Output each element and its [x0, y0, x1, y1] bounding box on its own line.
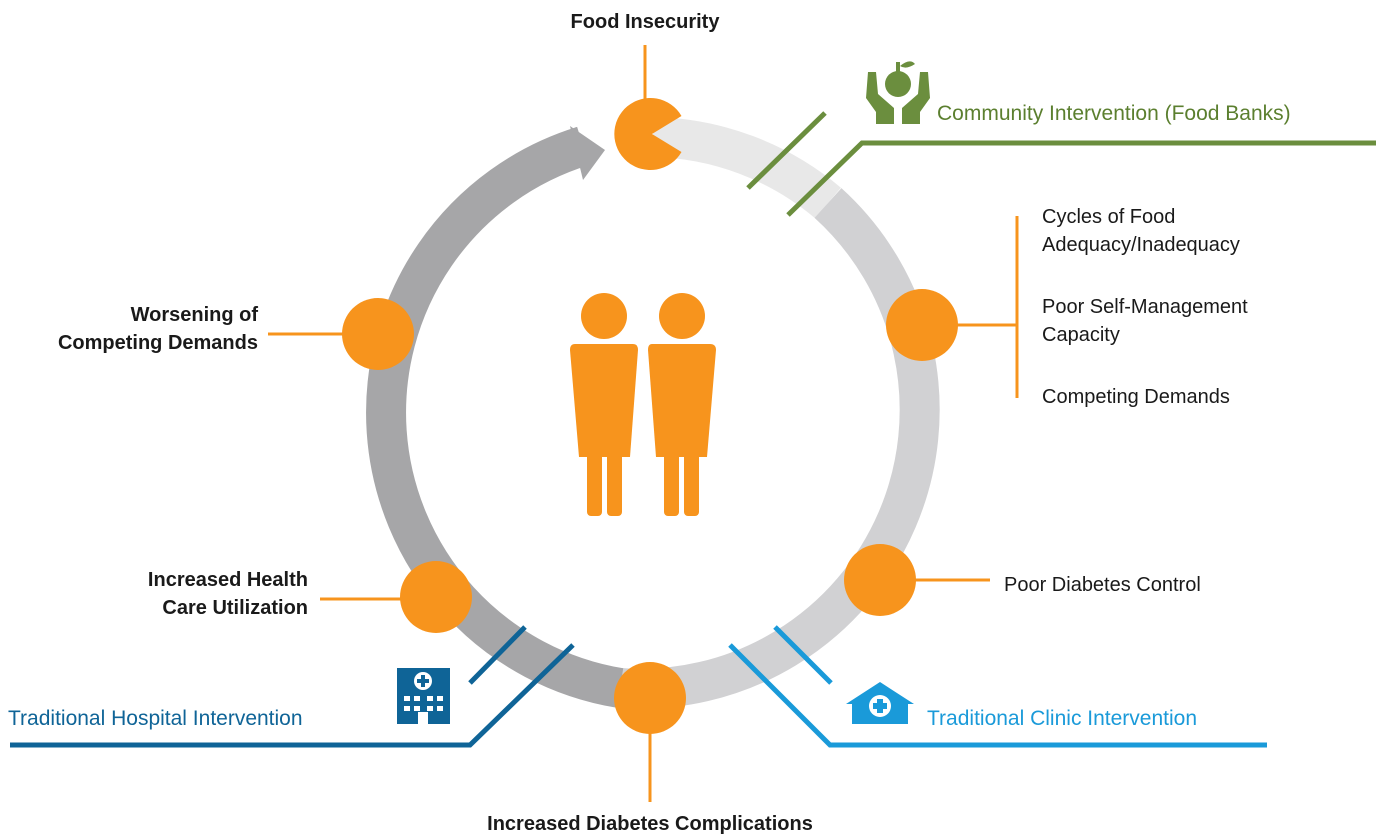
hands-apple-icon [866, 61, 930, 124]
ring-segment-worsening [366, 126, 624, 708]
utilization-label-line2: Care Utilization [162, 597, 308, 619]
clinic-intervention-label: Traditional Clinic Intervention [927, 707, 1198, 730]
people-icon [570, 293, 716, 516]
self-management-label-line2: Capacity [1042, 324, 1120, 346]
community-intervention-label: Community Intervention (Food Banks) [937, 102, 1291, 125]
cycles-label-line2: Adequacy/Inadequacy [1042, 234, 1240, 256]
self-management-label-line1: Poor Self-Management [1042, 296, 1248, 318]
complications-node [614, 662, 686, 734]
ring-segment-middle [618, 188, 940, 709]
poor-control-label: Poor Diabetes Control [1004, 574, 1201, 596]
worsening-label-line1: Worsening of [130, 304, 258, 326]
food-insecurity-label: Food Insecurity [570, 11, 720, 33]
clinic-intervention-lines [728, 625, 1267, 748]
connector-lines [268, 45, 1019, 802]
worsening-label-line2: Competing Demands [57, 332, 258, 354]
utilization-node [400, 561, 472, 633]
clinic-house-icon [846, 682, 914, 724]
hospital-building-icon [397, 668, 450, 724]
cycle-arrowhead [570, 126, 605, 180]
hospital-intervention-label: Traditional Hospital Intervention [8, 707, 303, 730]
hospital-intervention-lines [10, 625, 575, 748]
worsening-node [342, 298, 414, 370]
self-management-node [886, 289, 958, 361]
competing-demands-label: Competing Demands [1042, 386, 1230, 408]
cycles-label-line1: Cycles of Food [1042, 206, 1176, 228]
utilization-label-line1: Increased Health [147, 569, 308, 591]
ring-segment-food [652, 117, 841, 219]
community-intervention-lines [746, 111, 1376, 217]
food-insecurity-node [614, 98, 682, 170]
poor-control-node [844, 544, 916, 616]
complications-label: Increased Diabetes Complications [487, 813, 813, 835]
cycle-nodes [342, 98, 958, 734]
cycle-ring [366, 117, 940, 709]
